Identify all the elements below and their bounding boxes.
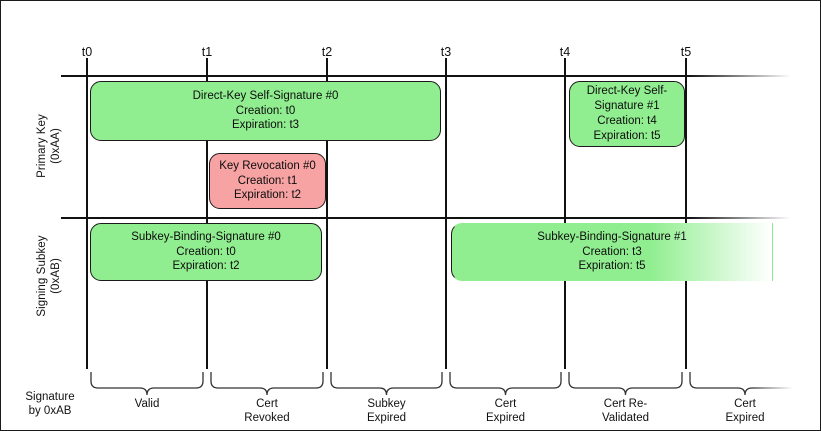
interval-label-subkey-expired: Subkey Expired [367,398,406,425]
time-line-t2 [326,58,328,369]
interval-brace-cert-revalidated [568,372,683,396]
signature-box-creation: Creation: t1 [237,174,298,187]
signature-box-title: Subkey-Binding-Signature #1 [537,230,687,243]
signature-box-creation: Creation: t0 [176,245,236,258]
row-label-signing-subkey: Signing Subkey (0xAB) [36,235,62,317]
time-line-t4 [564,58,566,369]
signature-box-subkey-binding-signature-0[interactable]: Subkey-Binding-Signature #0 Creation: t0 E… [90,223,322,281]
signature-box-creation: Creation: t0 [235,104,296,117]
signature-box-expiration: Expiration: t5 [578,260,646,273]
tick-label-t4: t4 [559,45,571,59]
interval-brace-cert-expired-1 [449,372,562,396]
signature-box-expiration: Expiration: t2 [233,189,302,202]
time-line-t5 [685,58,687,369]
tick-label-t5: t5 [680,45,692,59]
signature-box-direct-key-self-signature-0[interactable]: Direct-Key Self-Signature #0 Creation: t0… [90,81,441,141]
signature-box-direct-key-self-signature-1[interactable]: Direct-Key Self-Signature #1 Creation: t4… [569,81,685,147]
signature-box-title: Key Revocation #0 [219,159,316,172]
axis-line-signing-subkey [61,217,791,219]
interval-label-cert-expired-1: Cert Expired [486,398,525,425]
interval-brace-cert-revoked [210,372,324,396]
interval-label-cert-expired-2: Cert Expired [725,398,765,425]
tick-label-t0: t0 [81,45,93,59]
legend-title: Signature by 0xAB [25,391,75,418]
signature-box-creation: Creation: t4 [597,115,657,127]
time-line-t3 [445,58,447,369]
interval-label-valid: Valid [134,398,160,410]
tick-label-t3: t3 [440,45,452,59]
time-line-t1 [206,58,208,369]
interval-label-cert-revalidated: Cert Re- Validated [601,398,650,425]
axis-line-primary-key [61,75,791,77]
interval-brace-valid [90,372,204,396]
signature-box-key-revocation-0[interactable]: Key Revocation #0 Creation: t1 Expiration:… [209,153,326,209]
interval-brace-subkey-expired [330,372,443,396]
signature-box-title: Direct-Key Self-Signature #0 [192,89,339,102]
time-line-t0 [86,58,88,369]
tick-label-t2: t2 [321,45,333,59]
signature-box-expiration: Expiration: t2 [172,260,240,273]
interval-label-cert-revoked: Cert Revoked [244,398,290,425]
tick-label-t1: t1 [201,45,213,59]
signature-box-expiration: Expiration: t5 [593,129,661,142]
signature-box-creation: Creation: t3 [582,245,642,258]
row-label-primary-key: Primary Key (0xAA) [36,114,62,178]
interval-brace-cert-expired-2 [689,372,801,396]
signature-box-expiration: Expiration: t3 [231,119,300,132]
signature-box-subkey-binding-signature-1[interactable]: Subkey-Binding-Signature #1 Creation: t3 E… [451,223,773,281]
signature-box-title: Direct-Key Self-Signature #1 [586,85,668,113]
signature-box-title: Subkey-Binding-Signature #0 [131,230,281,243]
